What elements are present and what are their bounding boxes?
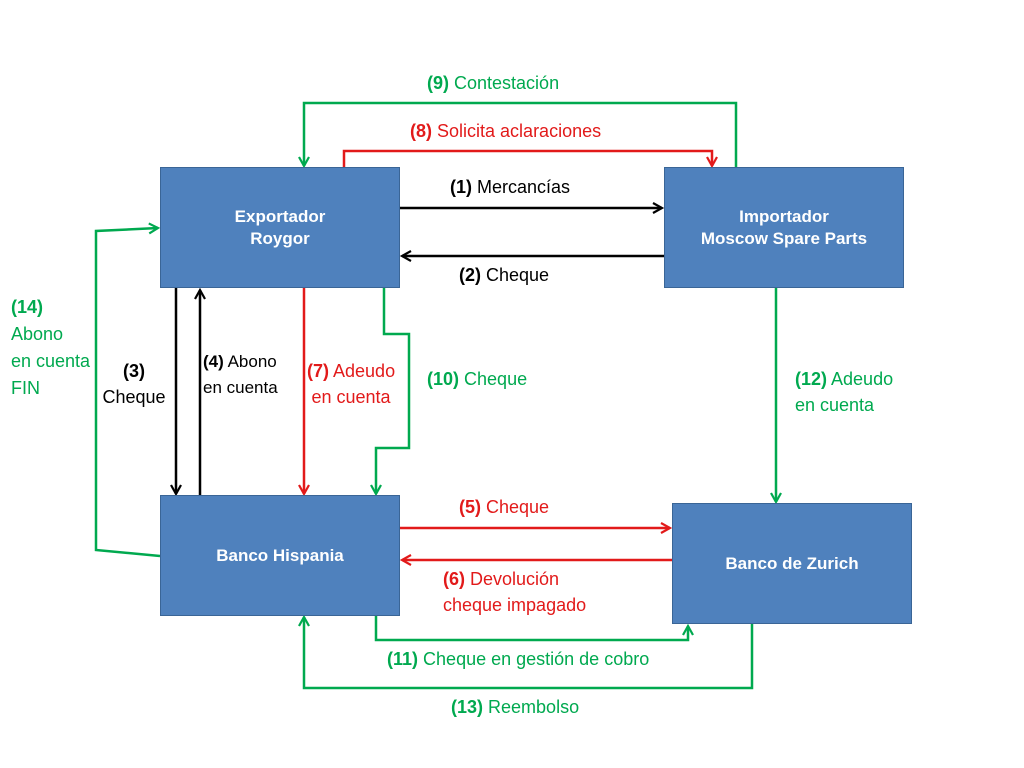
label-14-num: (14)	[11, 297, 44, 317]
node-importador: Importador Moscow Spare Parts	[664, 167, 904, 288]
label-5-text: Cheque	[486, 497, 550, 517]
label-9-num: (9)	[427, 73, 449, 93]
label-4: (4) Abono en cuenta	[203, 349, 278, 401]
label-6: (6) Devolución cheque impagado	[443, 566, 586, 618]
arrow-8-solicita	[342, 149, 712, 167]
label-8-num: (8)	[410, 121, 432, 141]
label-13-text: Reembolso	[488, 697, 580, 717]
label-11-text: Cheque en gestión de cobro	[423, 649, 650, 669]
label-7-num: (7)	[307, 361, 329, 381]
label-12-num: (12)	[795, 369, 828, 389]
label-7-text1: Adeudo	[333, 361, 396, 381]
node-hispania-label: Banco Hispania	[216, 545, 344, 565]
arrow-9-contestacion	[304, 101, 738, 167]
label-7: (7) Adeudo en cuenta	[307, 358, 395, 410]
node-exportador: Exportador Roygor	[160, 167, 400, 288]
label-2-num: (2)	[459, 265, 481, 285]
label-1-text: Mercancías	[477, 177, 571, 197]
node-importador-line1: Importador	[739, 206, 829, 226]
label-4-num: (4)	[203, 352, 224, 371]
arrow-10-cheque	[376, 288, 411, 494]
label-4-text2: en cuenta	[203, 378, 278, 397]
label-3-num: (3)	[123, 361, 145, 381]
node-exportador-line1: Exportador	[234, 206, 326, 226]
label-1: (1) Mercancías	[450, 174, 570, 200]
node-zurich-label: Banco de Zurich	[725, 553, 859, 573]
label-3: (3) Cheque	[98, 358, 170, 410]
label-2-text: Cheque	[486, 265, 550, 285]
label-9-text: Contestación	[454, 73, 560, 93]
label-6-text1: Devolución	[470, 569, 560, 589]
label-12-text2: en cuenta	[795, 395, 875, 415]
node-exportador-line2: Roygor	[250, 228, 310, 248]
label-1-num: (1)	[450, 177, 472, 197]
label-14-text2: en cuenta	[11, 351, 91, 371]
label-12: (12) Adeudo en cuenta	[795, 366, 893, 418]
label-2: (2) Cheque	[459, 262, 549, 288]
label-10: (10) Cheque	[427, 366, 527, 392]
label-14: (14) Abono en cuenta FIN	[11, 294, 90, 402]
node-banco-hispania: Banco Hispania	[160, 495, 400, 616]
label-11-num: (11)	[387, 649, 419, 669]
label-13-num: (13)	[451, 697, 484, 717]
label-7-text2: en cuenta	[311, 387, 391, 407]
label-14-text3: FIN	[11, 378, 40, 398]
label-10-text: Cheque	[464, 369, 528, 389]
node-importador-line2: Moscow Spare Parts	[700, 228, 868, 248]
label-12-text1: Adeudo	[831, 369, 894, 389]
label-6-text2: cheque impagado	[443, 595, 587, 615]
arrow-14-abono-fin	[94, 228, 160, 558]
label-14-text1: Abono	[11, 324, 64, 344]
label-9: (9) Contestación	[427, 70, 559, 96]
label-5: (5) Cheque	[459, 494, 549, 520]
label-5-num: (5)	[459, 497, 481, 517]
label-8-text: Solicita aclaraciones	[437, 121, 602, 141]
label-4-text1: Abono	[227, 352, 277, 371]
label-10-num: (10)	[427, 369, 460, 389]
label-8: (8) Solicita aclaraciones	[410, 118, 601, 144]
arrow-11-gestion-cobro	[374, 615, 688, 642]
label-6-num: (6)	[443, 569, 465, 589]
node-banco-zurich: Banco de Zurich	[672, 503, 912, 624]
label-11: (11) Cheque en gestión de cobro	[387, 646, 649, 672]
arrow-13-reembolso	[304, 617, 754, 690]
label-3-text: Cheque	[102, 387, 166, 407]
label-13: (13) Reembolso	[451, 694, 579, 720]
